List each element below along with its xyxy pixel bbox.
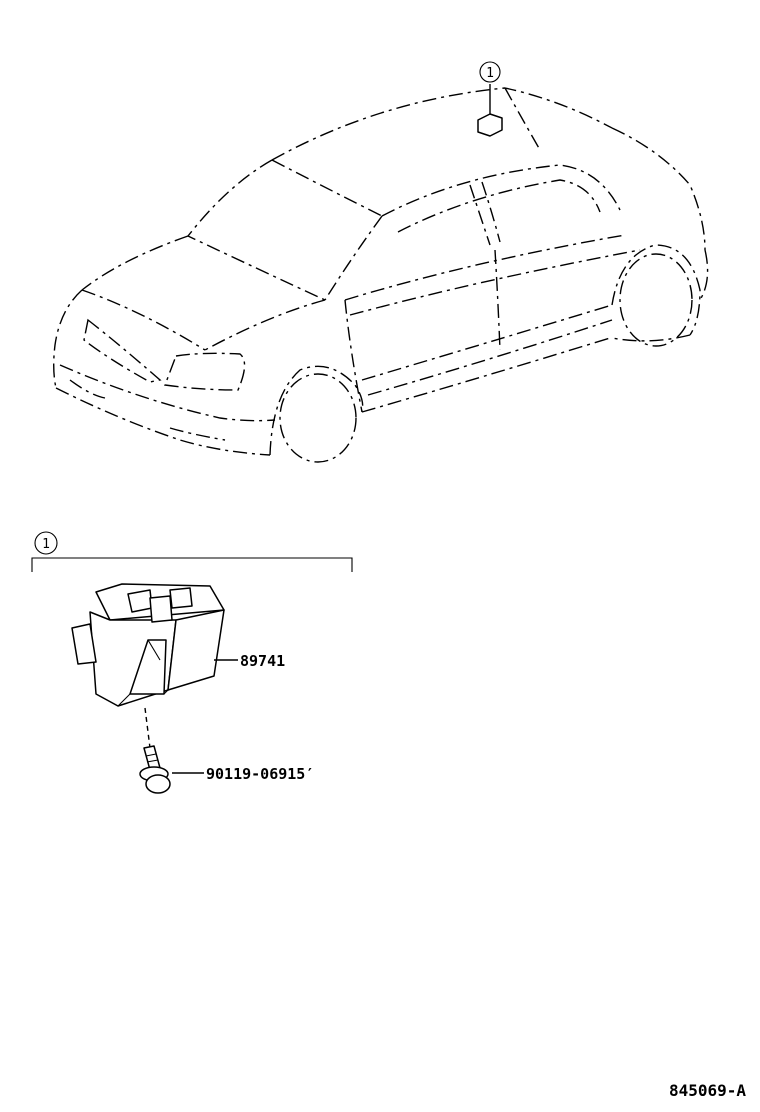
part-number-screw: 90119-06915′	[206, 765, 314, 783]
diagram-code: 845069-A	[669, 1081, 746, 1100]
section-callout-label: 1	[42, 537, 50, 552]
section-callout: 1	[31, 531, 353, 572]
screw-90119	[139, 745, 171, 794]
callout-1-roof-label: 1	[486, 66, 494, 81]
roof-part-indicator	[477, 84, 503, 137]
callout-1-roof: 1	[479, 61, 501, 83]
car-illustration	[53, 87, 709, 463]
control-module-89741	[71, 583, 225, 707]
part-number-89741: 89741	[240, 652, 285, 670]
section-bracket	[31, 557, 353, 572]
